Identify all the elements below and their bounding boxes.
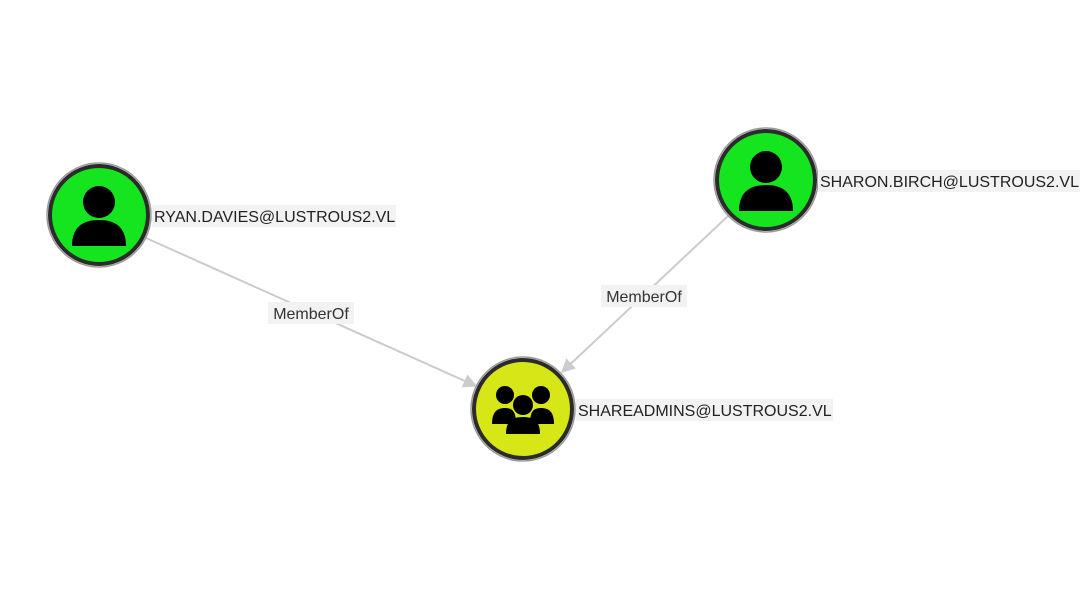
edge-label-background [268, 302, 354, 324]
node-sharon-birch[interactable]: SHARON.BIRCH@LUSTROUS2.VL [713, 127, 1080, 233]
node-label: SHARON.BIRCH@LUSTROUS2.VL [820, 174, 1079, 191]
edge-sharon-to-shareadmins[interactable]: MemberOf [560, 215, 729, 373]
node-shareadmins[interactable]: SHAREADMINS@LUSTROUS2.VL [470, 356, 833, 462]
node-label: SHAREADMINS@LUSTROUS2.VL [578, 403, 832, 420]
edge-label: MemberOf [273, 306, 349, 323]
edge-ryan-to-shareadmins[interactable]: MemberOf [145, 237, 478, 388]
node-ryan-davies[interactable]: RYAN.DAVIES@LUSTROUS2.VL [46, 162, 396, 268]
group-icon [492, 386, 554, 434]
edge-label-background [601, 285, 687, 307]
node-label-background [818, 170, 1080, 192]
user-icon [72, 186, 126, 246]
user-icon [739, 151, 793, 211]
node-label-background [152, 205, 396, 227]
edge-label: MemberOf [606, 289, 682, 306]
node-label: RYAN.DAVIES@LUSTROUS2.VL [154, 209, 395, 226]
node-label-background [576, 399, 833, 421]
